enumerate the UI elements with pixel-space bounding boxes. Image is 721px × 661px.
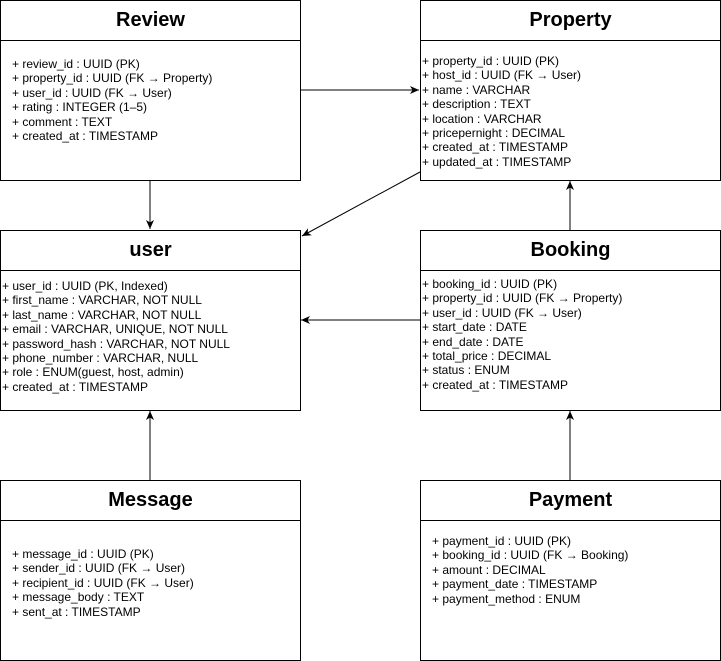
entity-booking-title: Booking	[421, 231, 720, 271]
entity-user-fields: + user_id : UUID (PK, Indexed) + first_n…	[1, 271, 300, 394]
field-status: + status : ENUM	[422, 363, 510, 378]
field-payment-id: + payment_id : UUID (PK)	[432, 534, 572, 548]
entity-message[interactable]: Message + message_id : UUID (PK) + sende…	[0, 480, 301, 661]
field-first-name: + first_name : VARCHAR, NOT NULL	[2, 293, 202, 308]
field-role: + role : ENUM(guest, host, admin)	[2, 365, 184, 380]
entity-review[interactable]: Review + review_id : UUID (PK) + propert…	[0, 0, 301, 181]
field-end-date: + end_date : DATE	[422, 334, 524, 349]
entity-user-title: user	[1, 231, 300, 271]
field-payment-date: + payment_date : TIMESTAMP	[432, 577, 598, 592]
field-description: + description : TEXT	[422, 97, 531, 112]
field-user-id: + user_id : UUID (FK → User)	[422, 305, 582, 320]
field-message-body: + message_body : TEXT	[12, 590, 145, 605]
entity-payment[interactable]: Payment + payment_id : UUID (PK) + booki…	[420, 480, 721, 661]
field-last-name: + last_name : VARCHAR, NOT NULL	[2, 307, 202, 322]
field-pricepernight: + pricepernight : DECIMAL	[422, 126, 566, 141]
field-start-date: + start_date : DATE	[422, 320, 527, 335]
entity-booking[interactable]: Booking + booking_id : UUID (PK) + prope…	[420, 230, 721, 411]
field-review-id: + review_id : UUID (PK)	[12, 57, 140, 71]
field-password-hash: + password_hash : VARCHAR, NOT NULL	[2, 336, 230, 351]
field-created-at: + created_at : TIMESTAMP	[12, 129, 158, 144]
field-booking-id: + booking_id : UUID (FK → Booking)	[432, 548, 629, 563]
field-updated-at: + updated_at : TIMESTAMP	[422, 154, 572, 169]
entity-message-title: Message	[1, 481, 300, 521]
field-property-id: + property_id : UUID (PK)	[422, 54, 560, 68]
field-email: + email : VARCHAR, UNIQUE, NOT NULL	[2, 322, 228, 337]
field-name: + name : VARCHAR	[422, 82, 531, 97]
field-message-id: + message_id : UUID (PK)	[12, 547, 154, 561]
entity-review-title: Review	[1, 1, 300, 41]
entity-property[interactable]: Property + property_id : UUID (PK) + hos…	[420, 0, 721, 181]
field-booking-id: + booking_id : UUID (PK)	[422, 277, 558, 291]
field-user-id: + user_id : UUID (PK, Indexed)	[2, 279, 168, 293]
field-created-at: + created_at : TIMESTAMP	[2, 379, 148, 394]
field-user-id: + user_id : UUID (FK → User)	[12, 85, 172, 100]
field-phone-number: + phone_number : VARCHAR, NULL	[2, 351, 199, 366]
entity-booking-fields: + booking_id : UUID (PK) + property_id :…	[421, 271, 720, 392]
field-payment-method: + payment_method : ENUM	[432, 591, 581, 606]
field-comment: + comment : TEXT	[12, 114, 113, 129]
field-property-id: + property_id : UUID (FK → Property)	[12, 71, 213, 86]
field-recipient-id: + recipient_id : UUID (FK → User)	[12, 575, 194, 590]
field-sent-at: + sent_at : TIMESTAMP	[12, 604, 141, 619]
field-created-at: + created_at : TIMESTAMP	[422, 140, 568, 155]
field-created-at: + created_at : TIMESTAMP	[422, 377, 568, 392]
entity-payment-fields: + payment_id : UUID (PK) + booking_id : …	[421, 521, 720, 606]
entity-user[interactable]: user + user_id : UUID (PK, Indexed) + fi…	[0, 230, 301, 411]
entity-property-title: Property	[421, 1, 720, 41]
field-amount: + amount : DECIMAL	[432, 562, 546, 577]
field-sender-id: + sender_id : UUID (FK → User)	[12, 561, 186, 576]
field-location: + location : VARCHAR	[422, 111, 542, 126]
field-host-id: + host_id : UUID (FK → User)	[422, 68, 582, 83]
arrow-property-to-user	[301, 171, 421, 237]
field-rating: + rating : INTEGER (1–5)	[12, 100, 148, 115]
entity-payment-title: Payment	[421, 481, 720, 521]
entity-message-fields: + message_id : UUID (PK) + sender_id : U…	[1, 521, 300, 619]
field-property-id: + property_id : UUID (FK → Property)	[422, 291, 623, 306]
entity-property-fields: + property_id : UUID (PK) + host_id : UU…	[421, 41, 720, 169]
entity-review-fields: + review_id : UUID (PK) + property_id : …	[1, 41, 300, 143]
field-total-price: + total_price : DECIMAL	[422, 349, 552, 364]
